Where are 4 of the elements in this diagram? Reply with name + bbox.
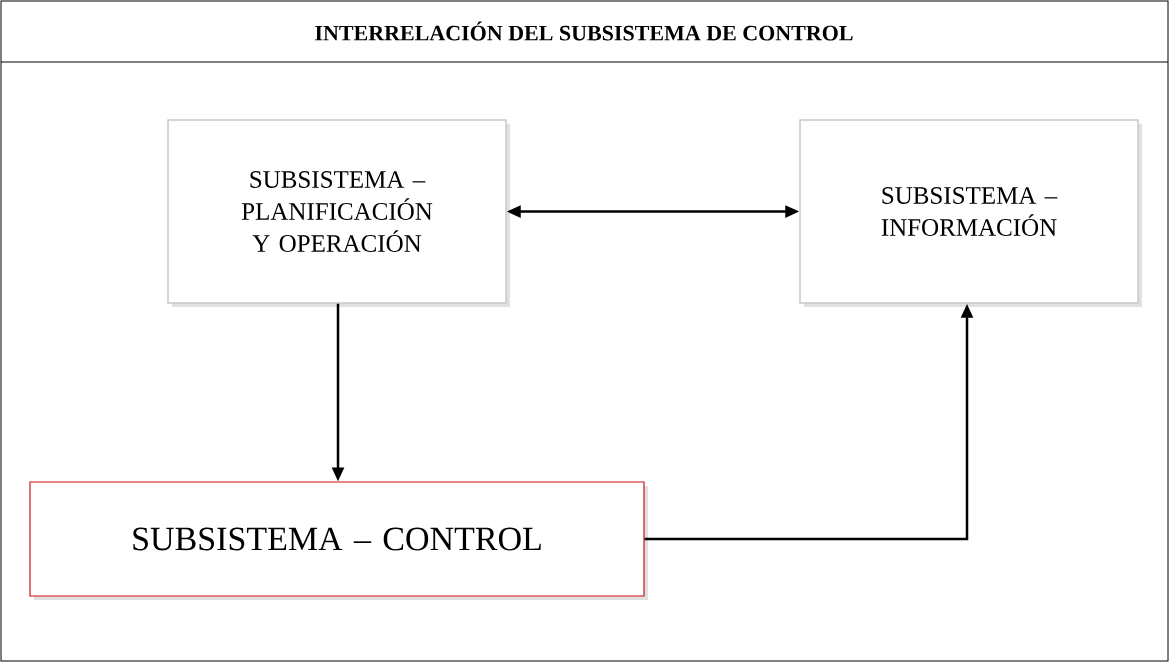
control-box: SUBSISTEMA – CONTROL [29, 481, 645, 597]
title: INTERRELACIÓN DEL SUBSISTEMA DE CONTROL [315, 21, 853, 41]
process-box: SUBSISTEMA – INFORMACIÓN [799, 119, 1139, 304]
process-box: SUBSISTEMA – PLANIFICACIÓN Y OPERACIÓN [167, 119, 507, 304]
